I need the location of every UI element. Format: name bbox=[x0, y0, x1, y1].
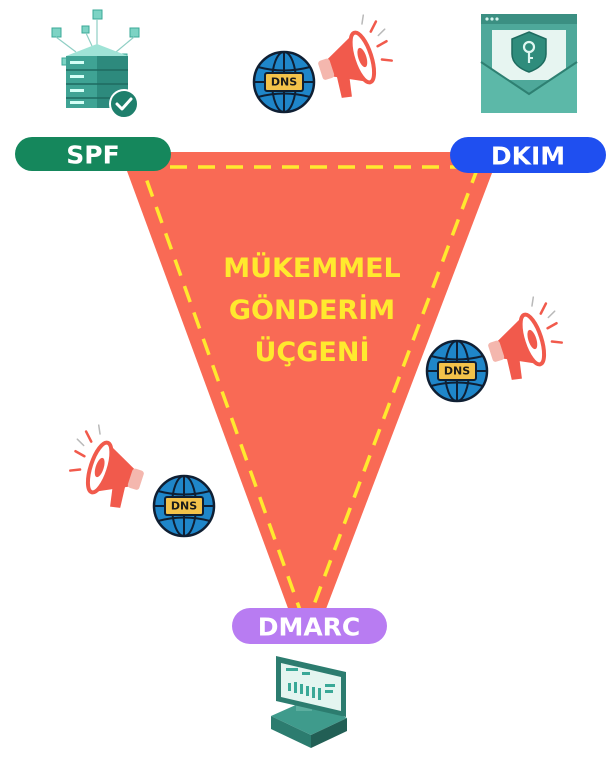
dns-badge-top: DNS bbox=[252, 8, 404, 114]
globe-icon: DNS bbox=[252, 50, 316, 114]
dns-label: DNS bbox=[444, 365, 470, 378]
dns-label: DNS bbox=[171, 500, 197, 513]
dkim-label-pill: DKIM bbox=[450, 137, 606, 173]
triangle-title-line-2: GÖNDERİM bbox=[229, 293, 395, 326]
spf-label-pill: SPF bbox=[15, 137, 171, 171]
dmarc-label-pill: DMARC bbox=[232, 608, 387, 644]
monitor-report-icon bbox=[271, 656, 347, 748]
globe-icon: DNS bbox=[152, 474, 216, 538]
megaphone-icon bbox=[306, 8, 404, 106]
dmarc-label: DMARC bbox=[258, 613, 361, 642]
globe-icon: DNS bbox=[425, 339, 489, 403]
spf-label: SPF bbox=[66, 141, 119, 170]
megaphone-icon bbox=[58, 418, 156, 516]
dkim-label: DKIM bbox=[491, 142, 565, 171]
server-check-icon bbox=[51, 9, 140, 119]
dns-label: DNS bbox=[271, 76, 297, 89]
triangle-shape bbox=[120, 152, 500, 630]
dns-badge-right: DNS bbox=[425, 290, 574, 403]
triangle-title-line-3: ÜÇGENİ bbox=[255, 335, 370, 368]
megaphone-icon bbox=[476, 290, 574, 388]
delivery-triangle: MÜKEMMEL GÖNDERİM ÜÇGENİ bbox=[120, 152, 500, 630]
envelope-shield-icon bbox=[480, 14, 578, 113]
dns-badge-left: DNS bbox=[58, 418, 216, 538]
triangle-title-line-1: MÜKEMMEL bbox=[223, 251, 401, 284]
triangle-dashed-outline bbox=[140, 165, 480, 612]
